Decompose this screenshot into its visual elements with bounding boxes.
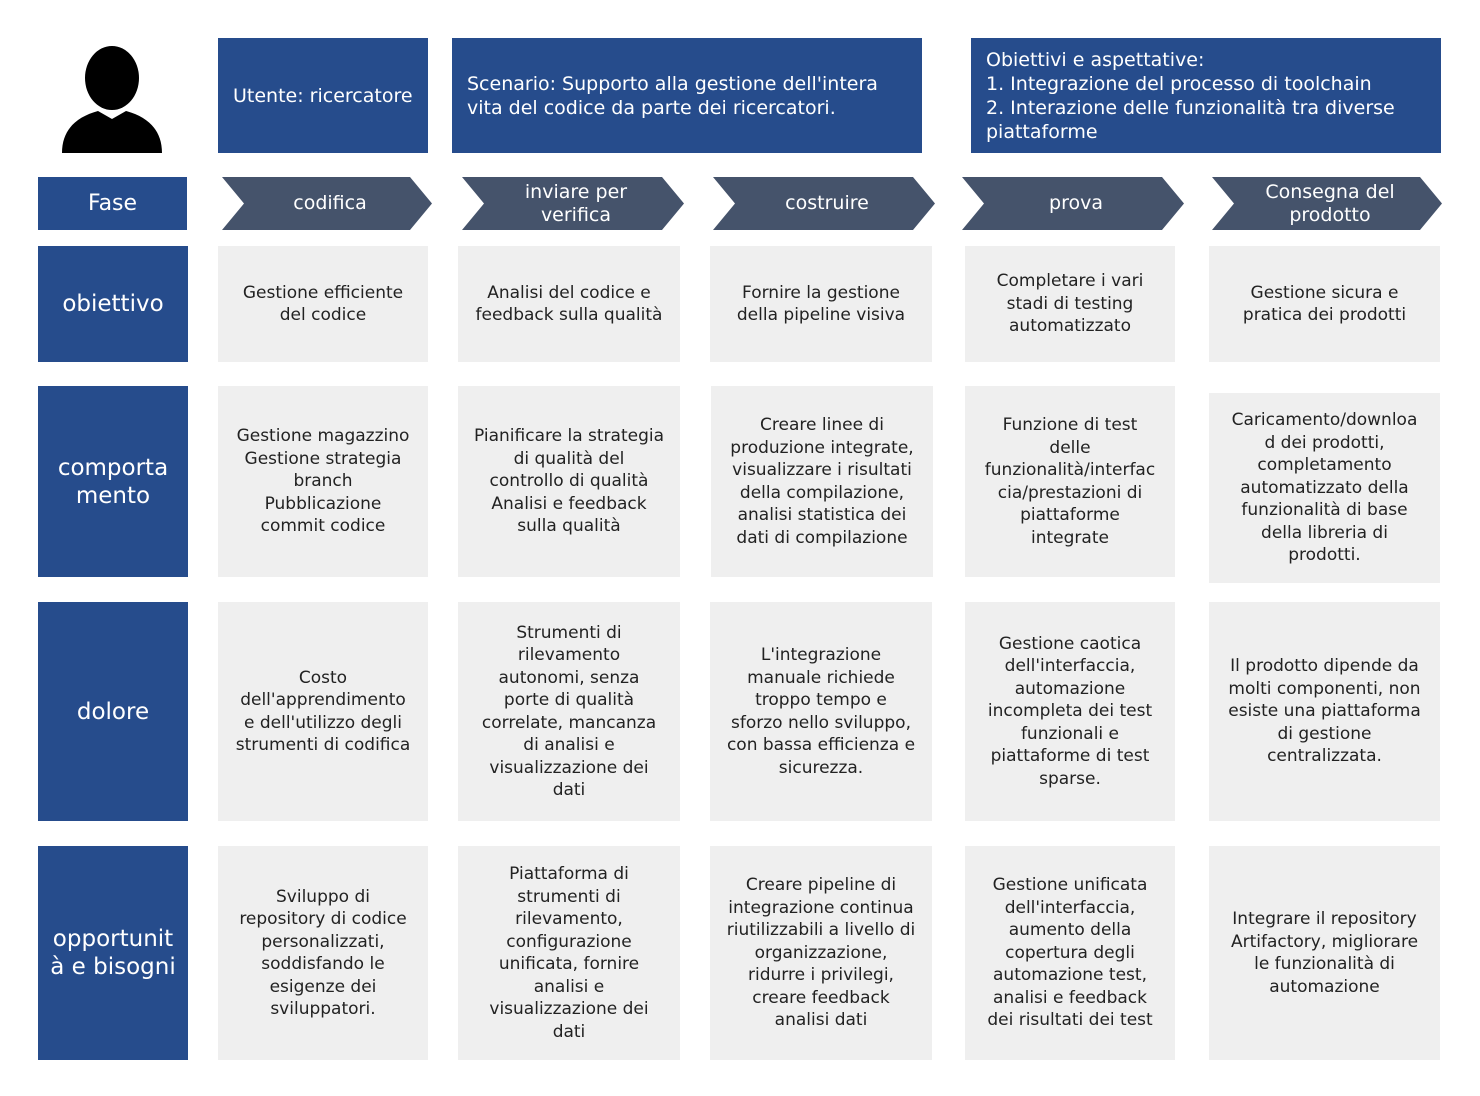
cell-pain-prova: Gestione caotica dell'interfaccia, autom… <box>965 602 1175 821</box>
goals-box: Obiettivi e aspettative: 1. Integrazione… <box>971 38 1441 153</box>
cell-objective-prova: Completare i vari stadi di testing autom… <box>965 246 1175 362</box>
cell-objective-inviare: Analisi del codice e feedback sulla qual… <box>458 246 680 362</box>
row-label-objective: obiettivo <box>38 246 188 362</box>
cell-behavior-inviare: Pianificare la strategia di qualità del … <box>458 386 680 577</box>
cell-behavior-prova: Funzione di test delle funzionalità/inte… <box>965 386 1175 577</box>
cell-pain-codifica: Costo dell'apprendimento e dell'utilizzo… <box>218 602 428 821</box>
phase-arrow-costruire: costruire <box>713 177 935 230</box>
cell-objective-consegna: Gestione sicura e pratica dei prodotti <box>1209 246 1440 362</box>
cell-opportunity-costruire: Creare pipeline di integrazione continua… <box>710 846 932 1060</box>
phase-arrow-prova: prova <box>962 177 1184 230</box>
phase-arrow-inviare: inviare per verifica <box>462 177 684 230</box>
row-label-behavior: comporta mento <box>38 386 188 577</box>
cell-opportunity-consegna: Integrare il repository Artifactory, mig… <box>1209 846 1440 1060</box>
cell-objective-costruire: Fornire la gestione della pipeline visiv… <box>710 246 932 362</box>
cell-opportunity-prova: Gestione unificata dell'interfaccia, aum… <box>965 846 1175 1060</box>
cell-opportunity-inviare: Piattaforma di strumenti di rilevamento,… <box>458 846 680 1060</box>
cell-objective-codifica: Gestione efficiente del codice <box>218 246 428 362</box>
cell-pain-costruire: L'integrazione manuale richiede troppo t… <box>710 602 932 821</box>
cell-behavior-consegna: Caricamento/downloa d dei prodotti, comp… <box>1209 393 1440 583</box>
row-label-pain: dolore <box>38 602 188 821</box>
cell-pain-inviare: Strumenti di rilevamento autonomi, senza… <box>458 602 680 821</box>
row-label-phase: Fase <box>38 177 187 230</box>
cell-behavior-costruire: Creare linee di produzione integrate, vi… <box>711 386 933 577</box>
phase-arrow-consegna: Consegna del prodotto <box>1212 177 1442 230</box>
cell-behavior-codifica: Gestione magazzino Gestione strategia br… <box>218 386 428 577</box>
phase-arrow-codifica: codifica <box>222 177 432 230</box>
scenario-box: Scenario: Supporto alla gestione dell'in… <box>452 38 922 153</box>
user-avatar-icon <box>58 45 166 155</box>
cell-pain-consegna: Il prodotto dipende da molti componenti,… <box>1209 602 1440 821</box>
user-box: Utente: ricercatore <box>218 38 428 153</box>
row-label-opportunity: opportunit à e bisogni <box>38 846 188 1060</box>
cell-opportunity-codifica: Sviluppo di repository di codice persona… <box>218 846 428 1060</box>
